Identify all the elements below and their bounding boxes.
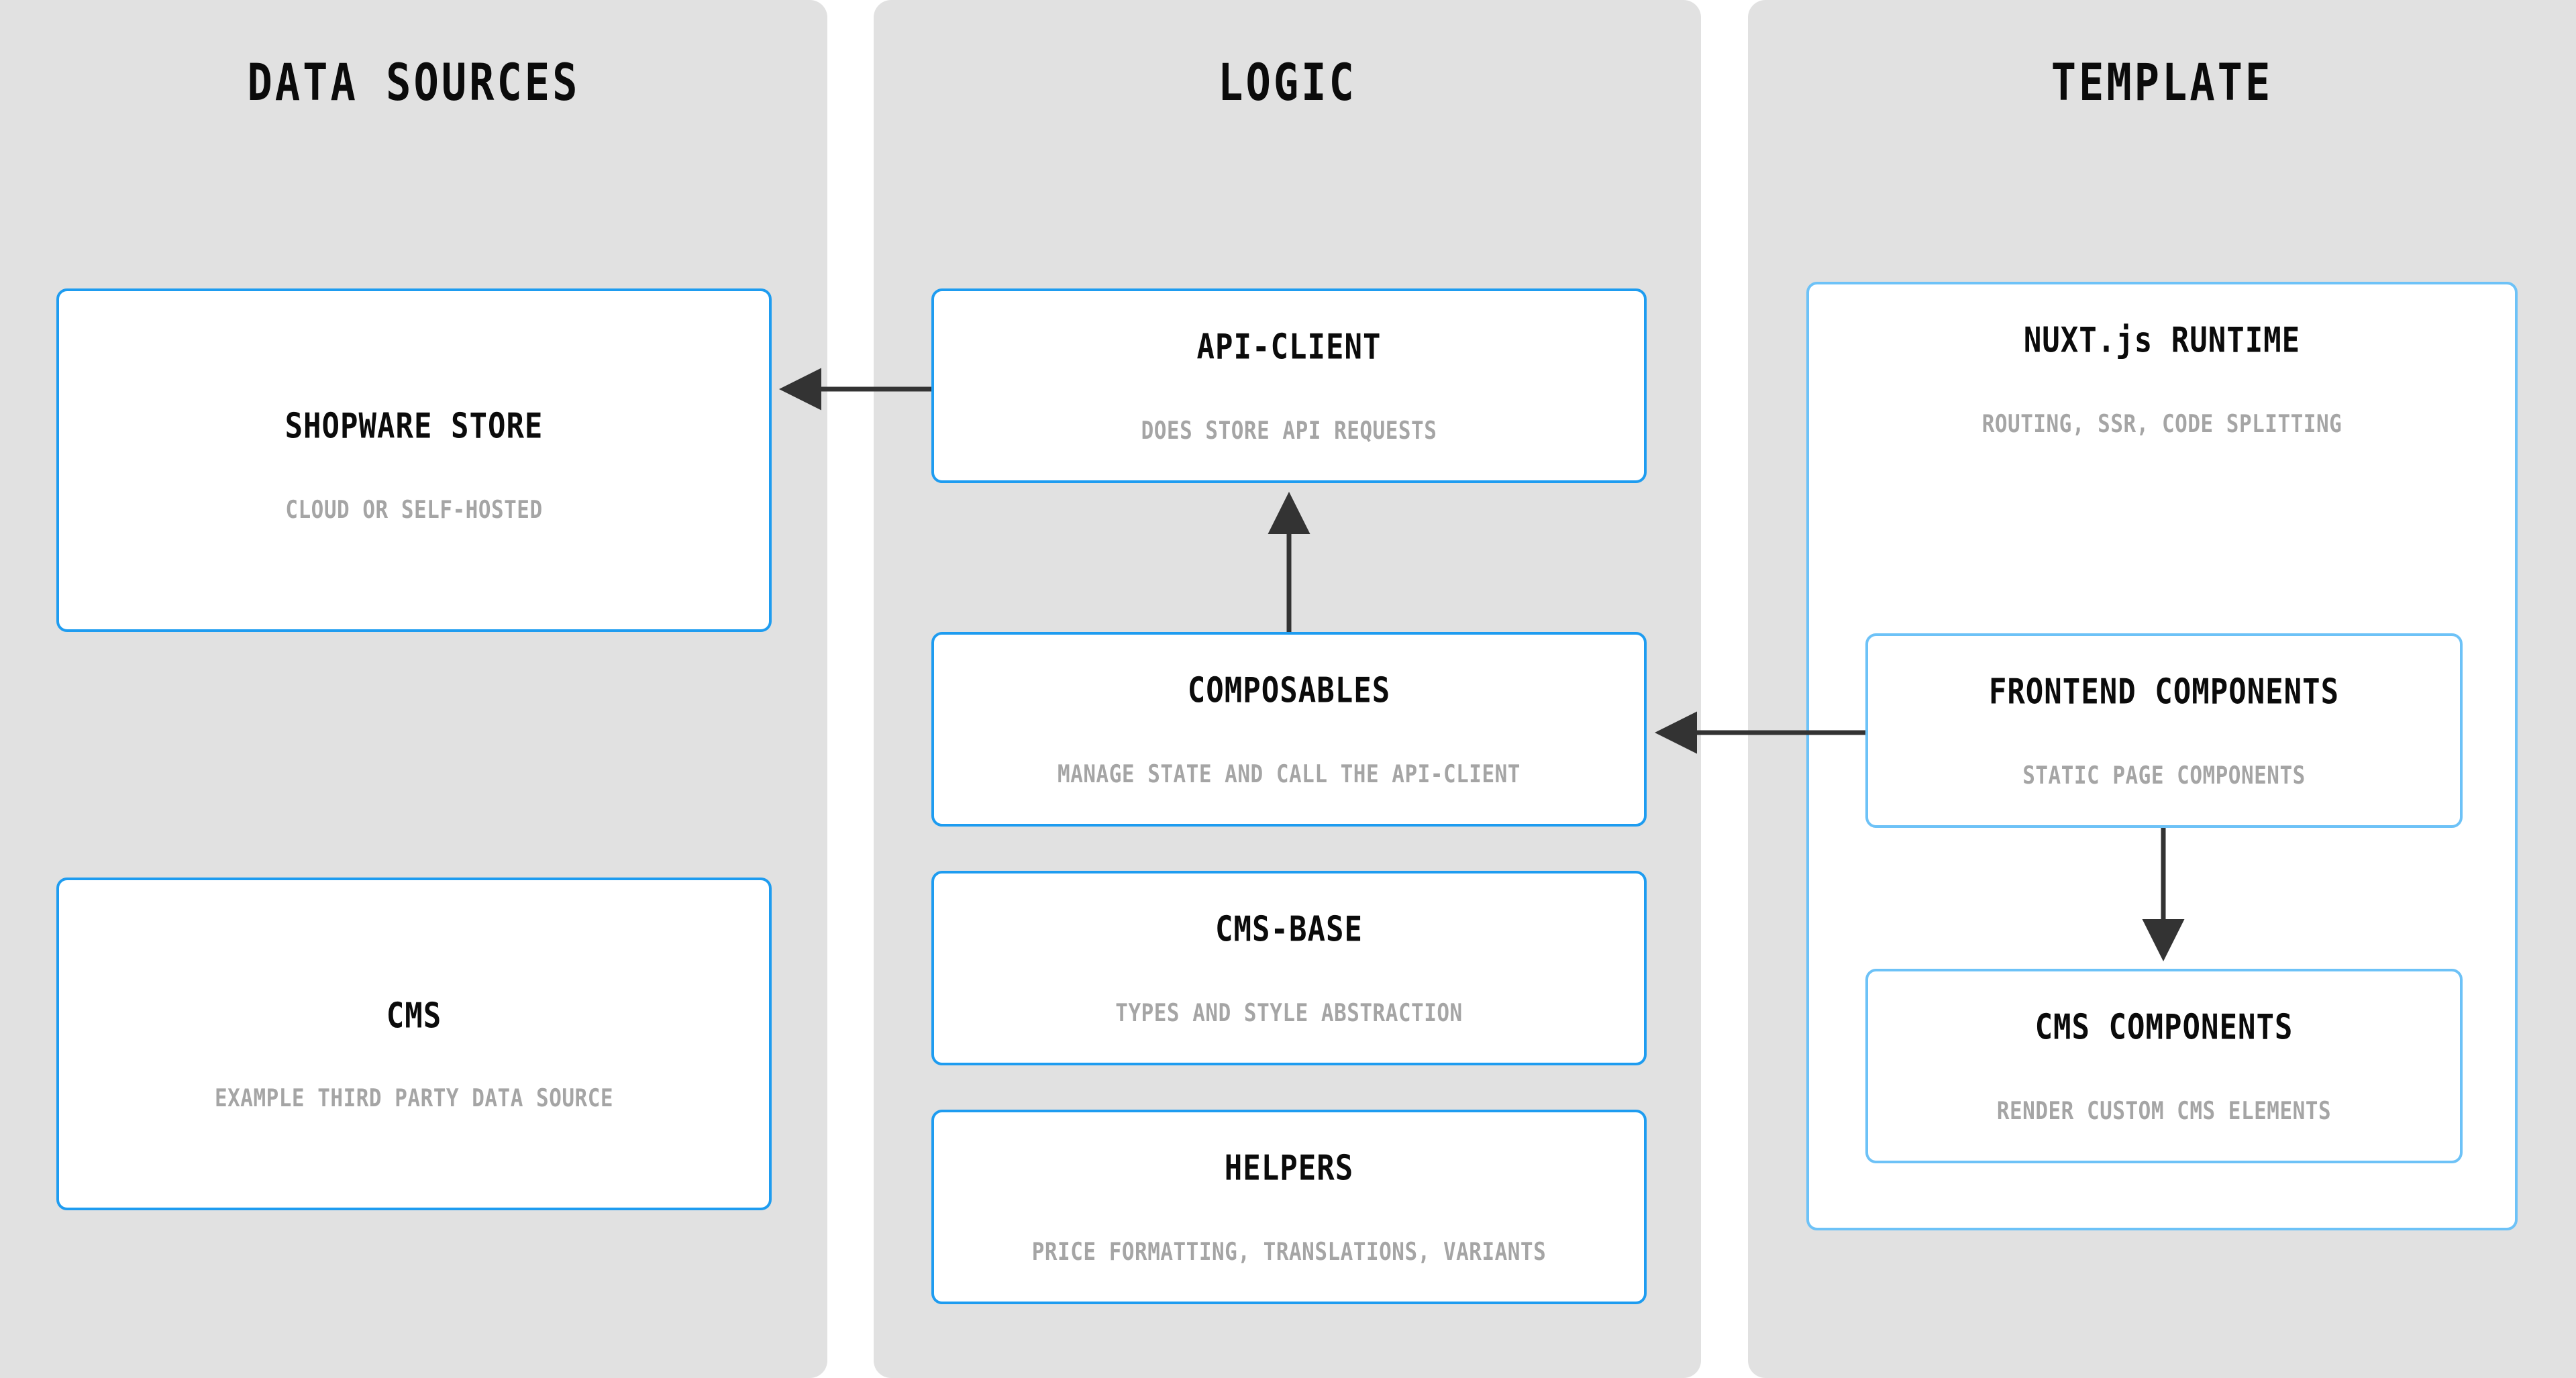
card-composables[interactable]: COMPOSABLES MANAGE STATE AND CALL THE AP… xyxy=(931,632,1647,827)
card-title-cms-components: CMS COMPONENTS xyxy=(2034,1007,2294,1048)
column-title-template: TEMPLATE xyxy=(2051,52,2273,113)
card-subtitle-nuxt-runtime: ROUTING, SSR, CODE SPLITTING xyxy=(1981,409,2342,439)
card-title-shopware-store: SHOPWARE STORE xyxy=(285,406,544,447)
card-title-cms: CMS xyxy=(386,996,442,1037)
card-title-api-client: API-CLIENT xyxy=(1196,327,1382,368)
card-subtitle-frontend-components: STATIC PAGE COMPONENTS xyxy=(2022,761,2306,790)
column-title-data-sources: DATA SOURCES xyxy=(247,52,580,113)
card-subtitle-cms: EXAMPLE THIRD PARTY DATA SOURCE xyxy=(214,1083,614,1113)
card-subtitle-composables: MANAGE STATE AND CALL THE API-CLIENT xyxy=(1058,759,1521,789)
card-cms-components[interactable]: CMS COMPONENTS RENDER CUSTOM CMS ELEMENT… xyxy=(1865,969,2463,1163)
card-frontend-components[interactable]: FRONTEND COMPONENTS STATIC PAGE COMPONEN… xyxy=(1865,633,2463,828)
card-title-frontend-components: FRONTEND COMPONENTS xyxy=(1988,672,2340,712)
card-subtitle-api-client: DOES STORE API REQUESTS xyxy=(1141,416,1437,445)
card-subtitle-shopware-store: CLOUD OR SELF-HOSTED xyxy=(285,495,543,525)
card-title-cms-base: CMS-BASE xyxy=(1215,909,1363,950)
card-title-helpers: HELPERS xyxy=(1224,1148,1354,1189)
card-api-client[interactable]: API-CLIENT DOES STORE API REQUESTS xyxy=(931,288,1647,483)
card-title-composables: COMPOSABLES xyxy=(1187,670,1391,711)
card-subtitle-helpers: PRICE FORMATTING, TRANSLATIONS, VARIANTS xyxy=(1031,1237,1547,1267)
card-subtitle-cms-components: RENDER CUSTOM CMS ELEMENTS xyxy=(1996,1096,2332,1126)
card-subtitle-cms-base: TYPES AND STYLE ABSTRACTION xyxy=(1115,998,1463,1028)
column-title-logic: LOGIC xyxy=(1218,52,1357,113)
card-shopware-store[interactable]: SHOPWARE STORE CLOUD OR SELF-HOSTED xyxy=(56,288,772,632)
card-title-nuxt-runtime: NUXT.js RUNTIME xyxy=(2023,320,2301,361)
card-cms[interactable]: CMS EXAMPLE THIRD PARTY DATA SOURCE xyxy=(56,878,772,1210)
card-cms-base[interactable]: CMS-BASE TYPES AND STYLE ABSTRACTION xyxy=(931,871,1647,1065)
card-helpers[interactable]: HELPERS PRICE FORMATTING, TRANSLATIONS, … xyxy=(931,1110,1647,1304)
